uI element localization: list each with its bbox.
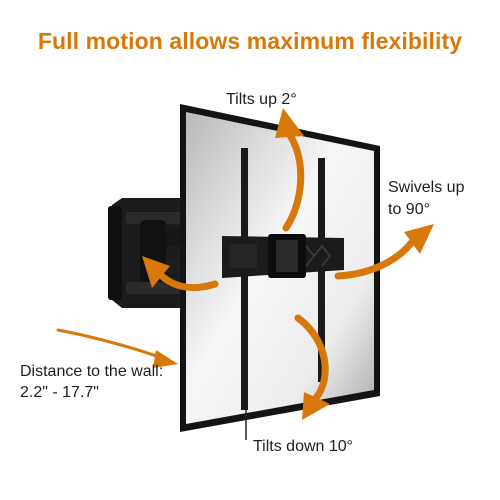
swivel-caption-line1: Swivels up	[388, 179, 465, 196]
tilt-down-caption: Tilts down 10°	[253, 438, 354, 455]
distance-caption-line2: 2.2" - 17.7"	[20, 384, 99, 401]
tilt-up-caption: Tilts up 2°	[226, 91, 297, 108]
tilt-up-arrow-icon	[275, 108, 305, 232]
swivel-back-arrow-icon	[142, 256, 219, 292]
swivel-caption-line2: to 90°	[388, 201, 430, 218]
swivel-arrow-icon	[334, 224, 434, 280]
mounting-bracket	[222, 148, 344, 440]
distance-arrow-icon	[56, 328, 178, 368]
distance-caption-line1: Distance to the wall:	[20, 363, 164, 380]
tilt-down-arrow-icon	[294, 314, 330, 420]
headline: Full motion allows maximum flexibility	[37, 28, 463, 54]
